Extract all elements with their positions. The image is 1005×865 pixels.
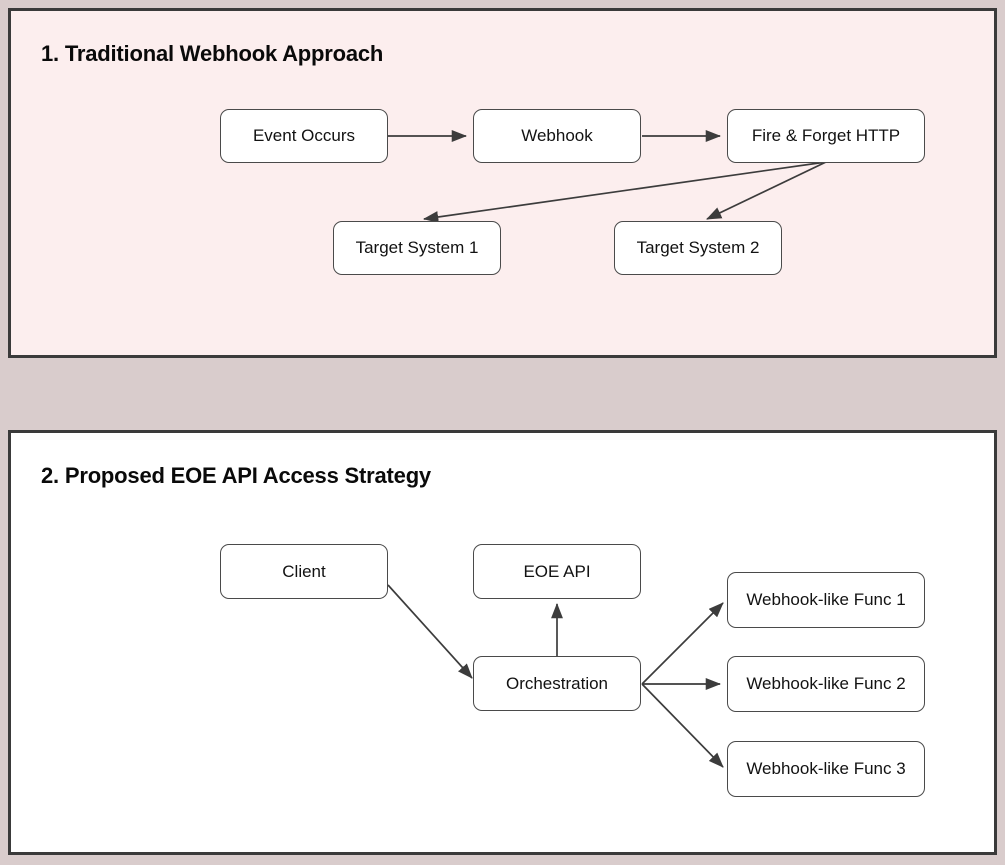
panel-traditional-webhook: 1. Traditional Webhook Approach (8, 8, 997, 358)
node-label: Webhook-like Func 3 (746, 759, 906, 778)
node-eoe-api[interactable]: EOE API (473, 544, 641, 599)
node-webhook-like-func-3[interactable]: Webhook-like Func 3 (727, 741, 925, 797)
node-event-occurs[interactable]: Event Occurs (220, 109, 388, 163)
node-label: Orchestration (505, 673, 609, 693)
node-label: Target System 2 (636, 238, 760, 257)
node-fire-forget-http[interactable]: Fire & Forget HTTP (727, 109, 925, 163)
node-webhook-like-func-1[interactable]: Webhook-like Func 1 (727, 572, 925, 628)
node-label: Webhook (521, 126, 593, 145)
node-label: EOE API (523, 561, 591, 581)
panel-2-title: 2. Proposed EOE API Access Strategy (41, 463, 431, 488)
node-label: Event Occurs (252, 126, 356, 145)
node-label: Fire & Forget HTTP (751, 126, 901, 145)
edge-orchestration-to-webhook-like-func-1 (641, 602, 724, 685)
node-target-system-1[interactable]: Target System 1 (333, 221, 501, 275)
node-target-system-2[interactable]: Target System 2 (614, 221, 782, 275)
edge-fire-forget-http-to-target-system-1 (422, 161, 827, 223)
node-webhook-like-func-2[interactable]: Webhook-like Func 2 (727, 656, 925, 712)
node-label: Webhook-like Func 1 (746, 590, 906, 609)
node-label: Webhook-like Func 2 (746, 674, 906, 693)
node-label: Target System 1 (355, 238, 479, 257)
node-orchestration[interactable]: Orchestration (473, 656, 641, 711)
panel-1-title: 1. Traditional Webhook Approach (41, 41, 384, 66)
node-client[interactable]: Client (220, 544, 388, 599)
node-label: Client (282, 561, 326, 581)
edge-orchestration-to-webhook-like-func-3 (641, 683, 724, 768)
edge-fire-forget-http-to-target-system-2 (706, 161, 827, 220)
node-webhook[interactable]: Webhook (473, 109, 641, 163)
edge-client-to-orchestration (387, 584, 473, 679)
